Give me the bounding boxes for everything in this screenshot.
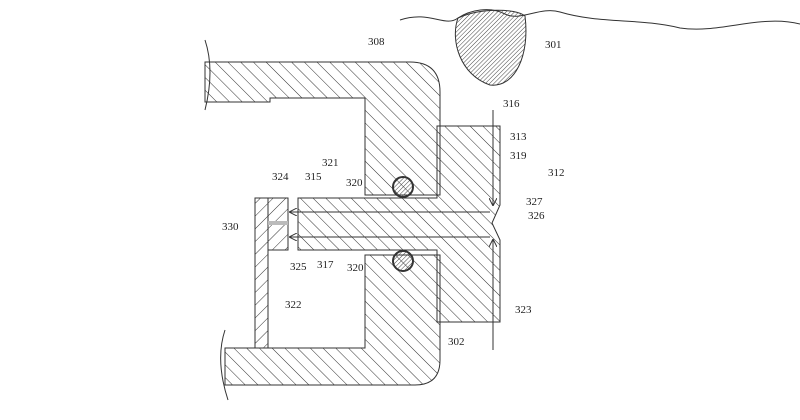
reference-labels: 308 301 316 313 319 312 321 315 324 320 … [222, 36, 565, 348]
reference-label: 325 [290, 261, 307, 273]
lower-housing [224, 254, 441, 386]
reference-label: 316 [503, 98, 520, 110]
reference-label: 322 [285, 299, 302, 311]
reference-label: 301 [545, 39, 562, 51]
reference-label: 323 [515, 304, 532, 316]
sensor-gap [268, 221, 288, 225]
seal-bottom [392, 250, 414, 272]
reference-label: 321 [322, 157, 339, 169]
reference-label: 324 [272, 171, 289, 183]
reference-label: 313 [510, 131, 527, 143]
plate [254, 197, 269, 349]
reference-label: 330 [222, 221, 239, 233]
reference-label: 320 [347, 262, 364, 274]
fingerprint-illustration [399, 9, 800, 86]
reference-label: 312 [548, 167, 565, 179]
reference-label: 317 [317, 259, 334, 271]
reference-label: 319 [510, 150, 527, 162]
reference-label: 326 [528, 210, 545, 222]
reference-label: 302 [448, 336, 465, 348]
upper-housing [204, 61, 441, 196]
reference-label: 315 [305, 171, 322, 183]
reference-label: 308 [368, 36, 385, 48]
reference-label: 327 [526, 196, 543, 208]
seal-top [392, 176, 414, 198]
reference-label: 320 [346, 177, 363, 189]
button-cap-and-stem [297, 125, 501, 323]
signal-arrows [290, 110, 493, 350]
